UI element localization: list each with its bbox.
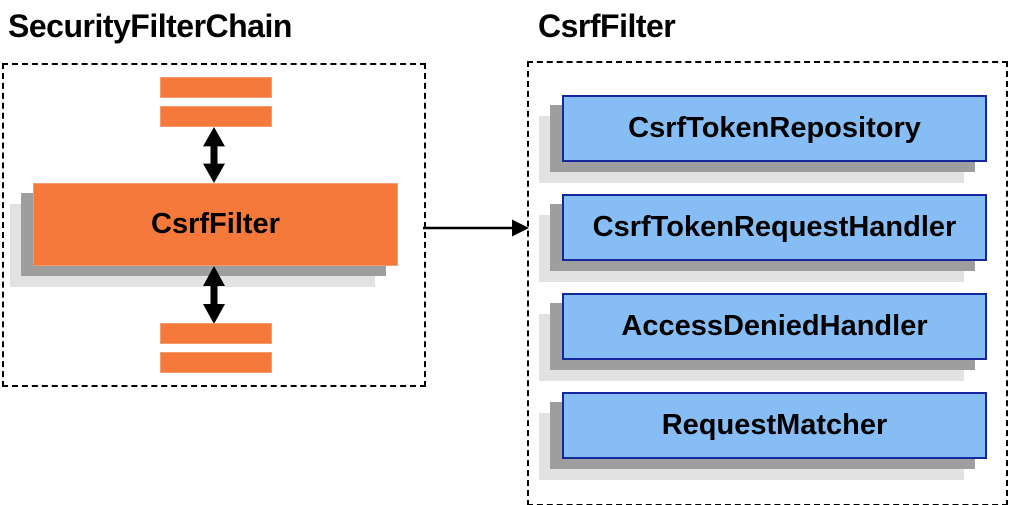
component-box-csrf-token-request-handler: CsrfTokenRequestHandler: [562, 194, 987, 261]
component-label: CsrfTokenRepository: [628, 112, 921, 144]
component-label: AccessDeniedHandler: [621, 310, 928, 342]
double-arrow-icon: [203, 266, 225, 324]
csrf-filter-panel: CsrfTokenRepository CsrfTokenRequestHand…: [527, 61, 1008, 505]
csrf-filter-title: CsrfFilter: [538, 8, 676, 44]
filter-chain-bar: [160, 323, 272, 344]
filter-chain-bar: [160, 106, 272, 127]
component-label: CsrfTokenRequestHandler: [592, 211, 957, 243]
arrow-to-csrf-filter-detail-icon: [423, 219, 529, 237]
csrf-filter-box: CsrfFilter: [33, 183, 398, 266]
component-box-access-denied-handler: AccessDeniedHandler: [562, 293, 987, 360]
component-label: RequestMatcher: [661, 409, 888, 441]
double-arrow-icon: [203, 127, 225, 183]
csrf-filter-box-label: CsrfFilter: [151, 208, 280, 240]
filter-chain-bar: [160, 77, 272, 98]
component-box-request-matcher: RequestMatcher: [562, 392, 987, 459]
component-box-csrf-token-repository: CsrfTokenRepository: [562, 95, 987, 162]
security-filter-chain-title: SecurityFilterChain: [8, 8, 292, 44]
security-filter-chain-panel: CsrfFilter: [2, 63, 426, 387]
filter-chain-bar: [160, 352, 272, 373]
